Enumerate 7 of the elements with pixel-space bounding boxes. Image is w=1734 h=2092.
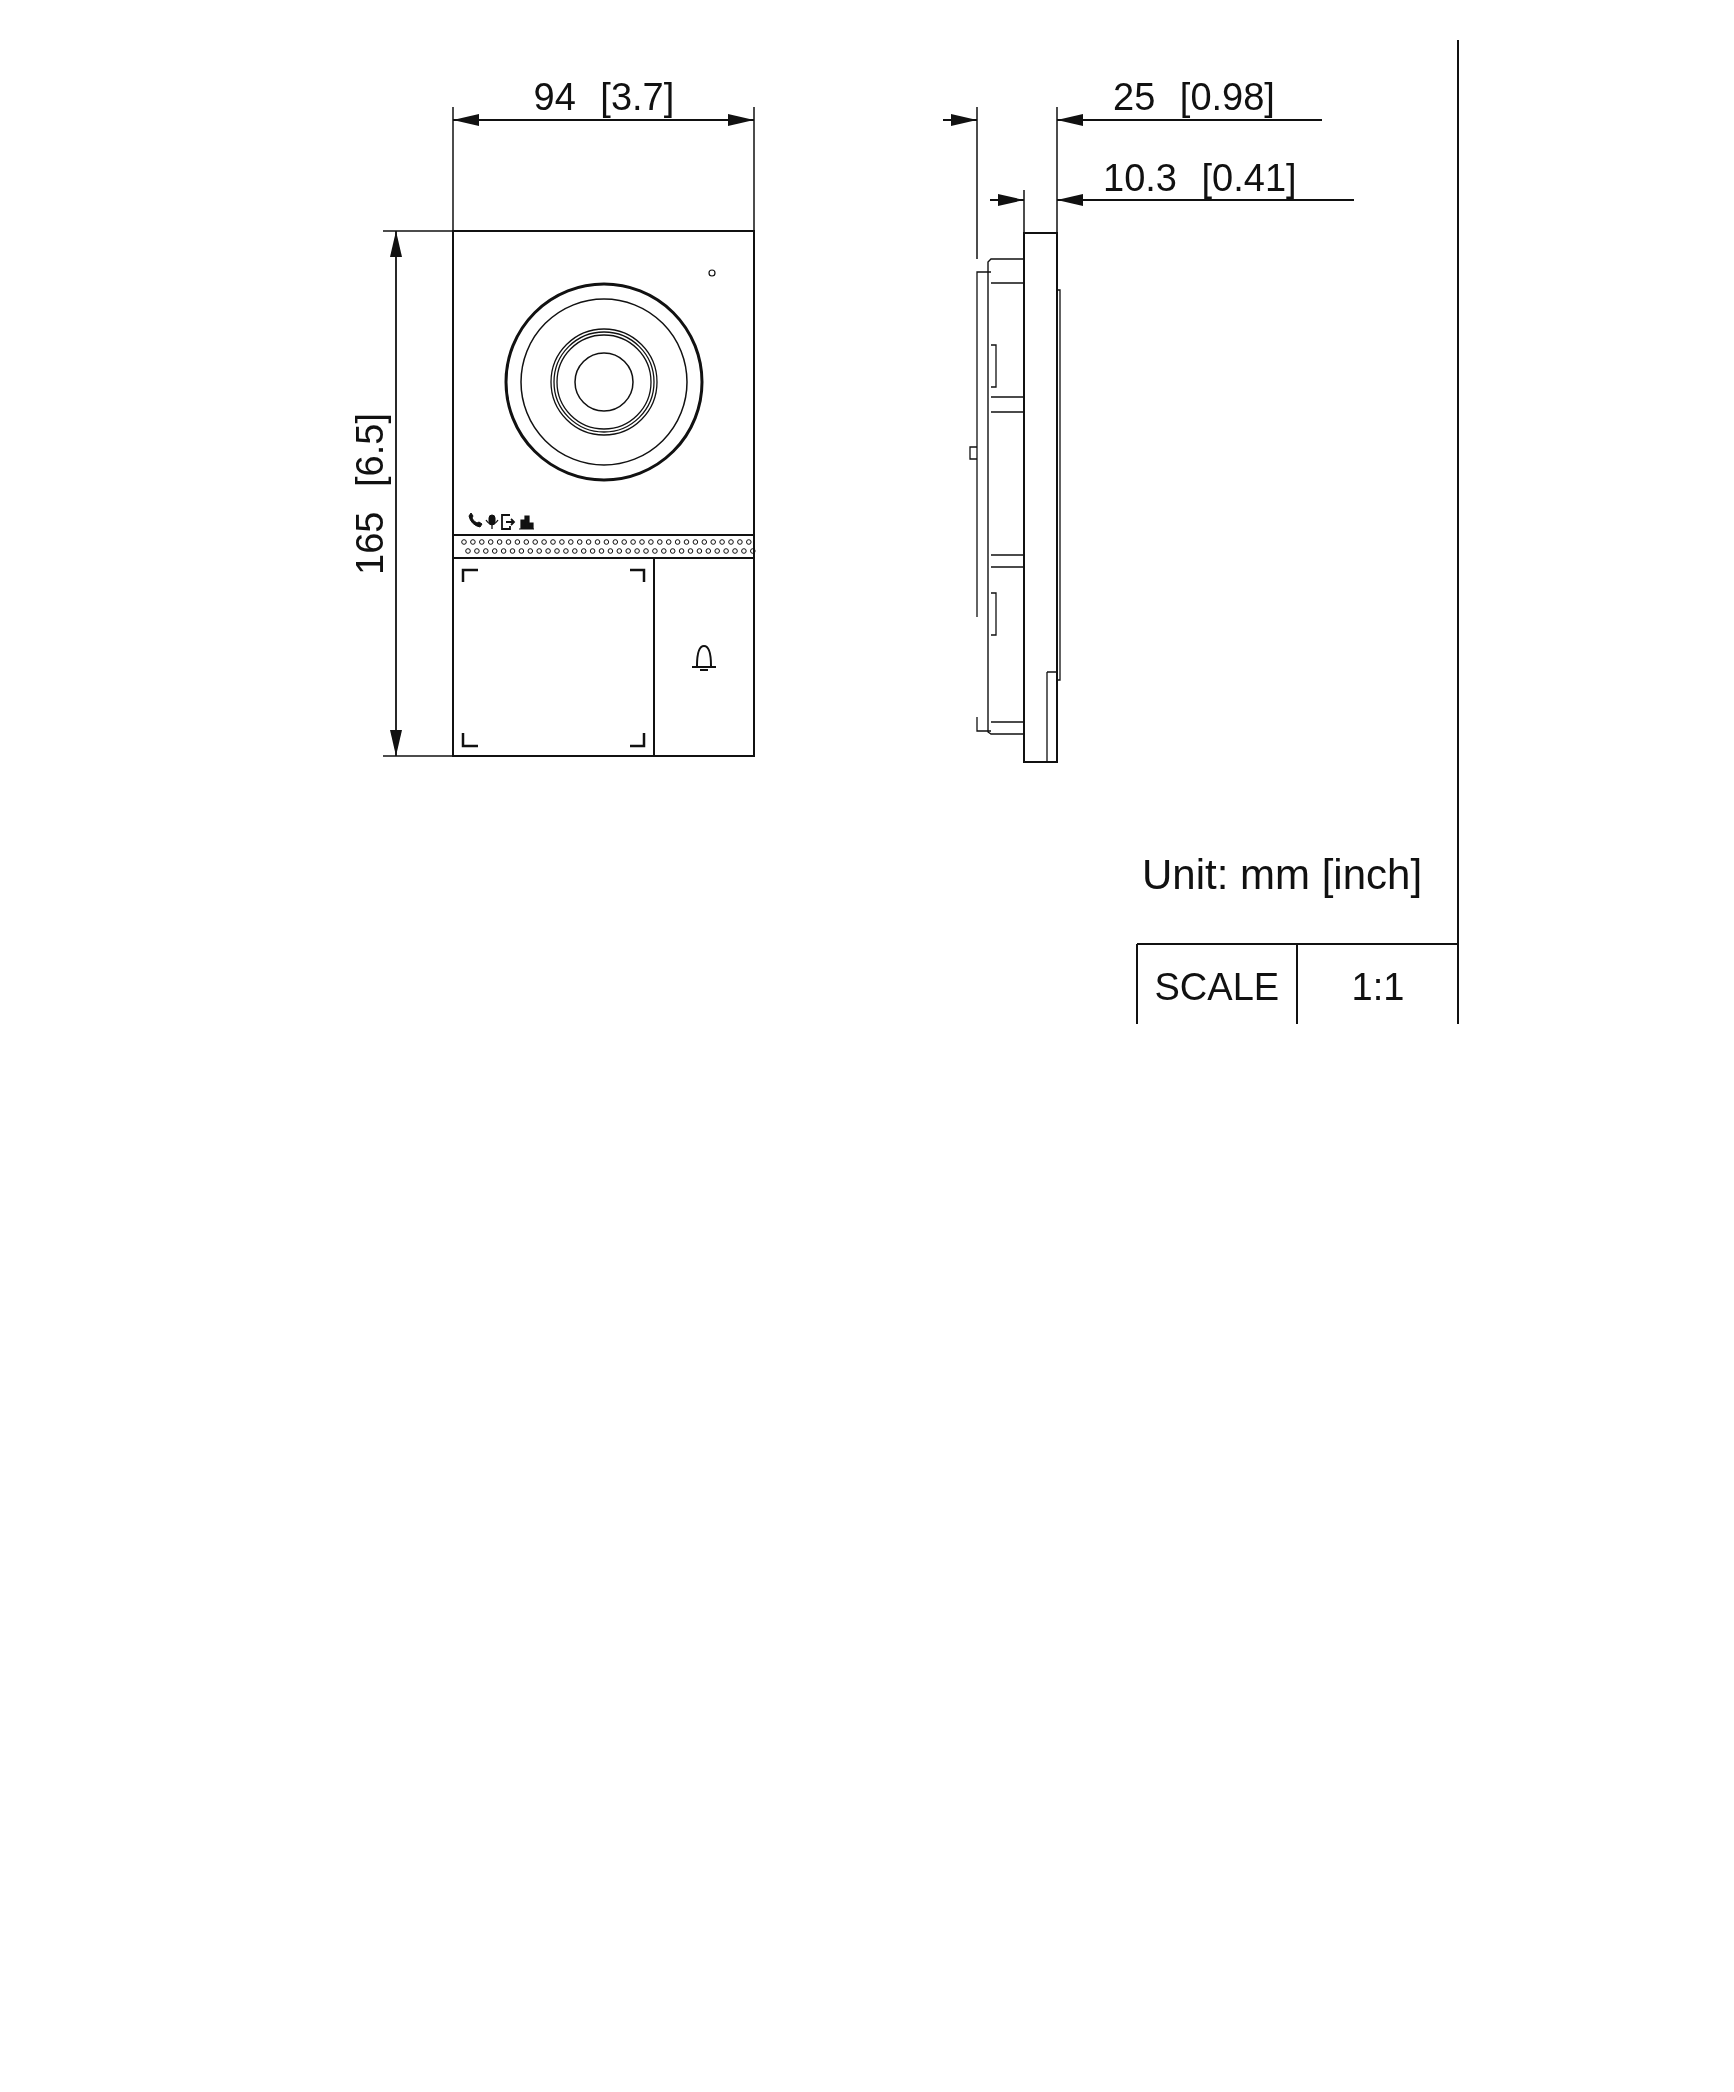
- unit-note: Unit: mm [inch]: [1142, 854, 1423, 896]
- scale-value: 1:1: [1351, 968, 1405, 1006]
- dimension-text: 25 [0.98]: [1113, 78, 1275, 116]
- dimension-text: 10.3 [0.41]: [1103, 159, 1297, 197]
- scale-label: SCALE: [1154, 968, 1280, 1006]
- dimension-text: 165 [6.5]: [350, 413, 389, 575]
- dimension-text: 94 [3.7]: [533, 78, 675, 116]
